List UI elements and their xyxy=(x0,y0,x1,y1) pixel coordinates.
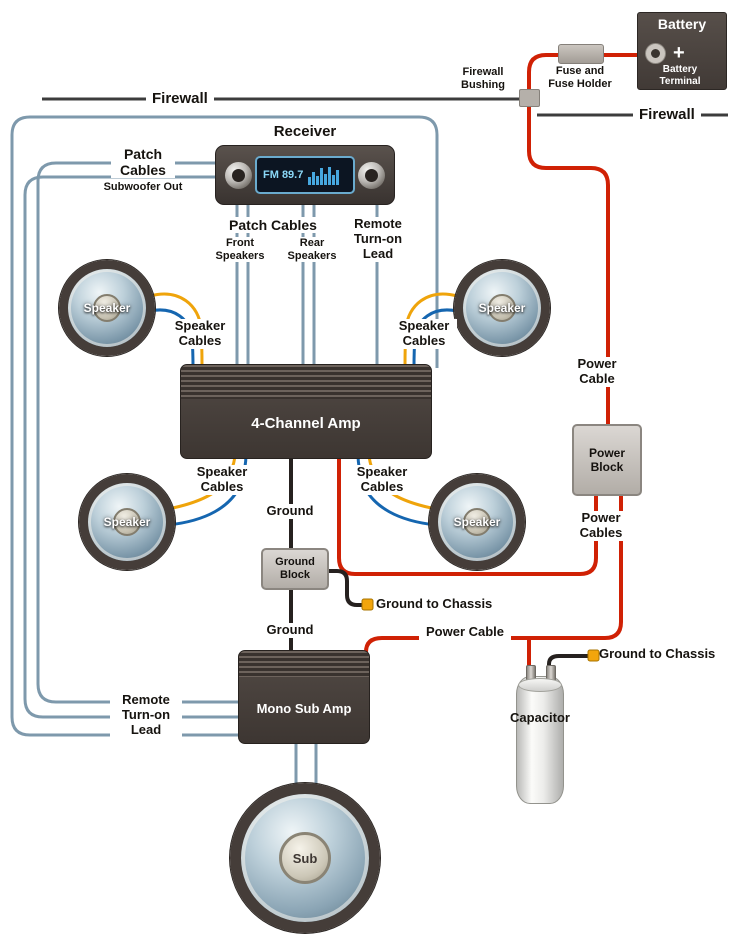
speaker-dust-cap xyxy=(113,508,141,536)
receiver-tuning-knob xyxy=(358,161,385,189)
amp4-power-wire xyxy=(337,455,598,576)
battery-terminal-icon xyxy=(646,43,665,63)
speaker-cables-label-rear-left: Speaker Cables xyxy=(189,464,255,495)
ground-label-bottom: Ground xyxy=(258,622,322,638)
speaker-label: Speaker xyxy=(103,515,151,529)
chassis-ground-wire-1 xyxy=(323,569,364,607)
fuse-holder xyxy=(558,44,604,64)
receiver-display: FM 89.7 xyxy=(255,156,355,194)
receiver-frequency-text: FM 89.7 xyxy=(263,169,304,181)
speaker-dust-cap xyxy=(488,294,516,322)
subwoofer: Sub xyxy=(230,783,380,933)
amp-heatsink-fins xyxy=(239,651,369,677)
four-channel-amp: 4-Channel Amp xyxy=(180,364,432,459)
four-channel-amp-label: 4-Channel Amp xyxy=(251,415,361,432)
subwoofer-out-label: Subwoofer Out xyxy=(96,181,190,194)
ground-label-top: Ground xyxy=(258,503,322,519)
capacitor-label: Capacitor xyxy=(510,710,570,725)
speaker-cables-label-front-right: Speaker Cables xyxy=(391,318,457,349)
remote-turn-on-lead-label-top: Remote Turn-on Lead xyxy=(344,216,412,262)
receiver-label: Receiver xyxy=(273,123,337,140)
speaker-label: Speaker xyxy=(453,515,501,529)
speaker-dust-cap xyxy=(93,294,121,322)
firewall-lines xyxy=(42,97,728,117)
speaker-front-left: Speaker xyxy=(59,260,155,356)
chassis-ring-terminal-2 xyxy=(587,649,600,662)
patch-cables-subwoofer-label: Patch Cables xyxy=(111,146,175,179)
receiver-volume-knob xyxy=(225,161,252,189)
power-cable-label-bottom: Power Cable xyxy=(419,624,511,640)
capacitor xyxy=(516,665,564,804)
ground-to-chassis-label-1: Ground to Chassis xyxy=(376,596,493,611)
capacitor-top-cap xyxy=(518,678,562,692)
amp-heatsink-fins xyxy=(181,365,431,399)
power-cables-label: Power Cables xyxy=(570,510,632,541)
rear-speakers-label: Rear Speakers xyxy=(282,237,342,263)
battery-terminal-row: + xyxy=(646,43,685,63)
chassis-ground-wire-2 xyxy=(547,654,590,672)
speaker-label: Speaker xyxy=(83,301,131,315)
subwoofer-label: Sub xyxy=(292,850,318,866)
firewall-label-left: Firewall xyxy=(146,90,214,108)
patch-cables-label: Patch Cables xyxy=(226,217,320,234)
ground-to-chassis-label-2: Ground to Chassis xyxy=(599,646,716,661)
mono-sub-amp: Mono Sub Amp xyxy=(238,650,370,744)
battery-plus-sign: + xyxy=(673,42,685,64)
firewall-bushing-label: Firewall Bushing xyxy=(461,66,505,91)
chassis-ring-terminal-1 xyxy=(361,598,374,611)
ring-terminals xyxy=(361,598,600,662)
remote-lead-loop-wire xyxy=(10,115,439,737)
receiver: FM 89.7 xyxy=(215,145,395,205)
power-block: Power Block xyxy=(572,424,642,496)
speaker-front-right: Speaker xyxy=(454,260,550,356)
firewall-label-right: Firewall xyxy=(633,106,701,124)
subwoofer-patch-wire-2 xyxy=(23,175,240,719)
speaker-dust-cap xyxy=(463,508,491,536)
fuse-holder-label: Fuse and Fuse Holder xyxy=(548,65,612,90)
power-cable-label-right: Power Cable xyxy=(567,356,627,387)
speaker-rear-right: Speaker xyxy=(429,474,525,570)
speaker-cables-label-rear-right: Speaker Cables xyxy=(349,464,415,495)
remote-turn-on-lead-label-bottom: Remote Turn-on Lead xyxy=(110,692,182,738)
battery: Battery + Battery Terminal xyxy=(637,12,727,90)
speaker-label: Speaker xyxy=(478,301,526,315)
battery-power-wire xyxy=(527,53,654,426)
speaker-rear-left: Speaker xyxy=(79,474,175,570)
spectrum-bars-icon xyxy=(308,167,340,185)
ground-wires xyxy=(289,455,590,672)
battery-label: Battery xyxy=(657,16,707,32)
subwoofer-dust-cap: Sub xyxy=(279,832,331,884)
firewall-bushing xyxy=(519,89,540,107)
mono-sub-amp-label: Mono Sub Amp xyxy=(256,701,352,716)
front-speakers-label: Front Speakers xyxy=(210,237,270,263)
speaker-cables-label-front-left: Speaker Cables xyxy=(167,318,233,349)
subwoofer-patch-wire-1 xyxy=(36,161,240,704)
battery-terminal-label: Battery Terminal xyxy=(659,64,701,87)
ground-block: Ground Block xyxy=(261,548,329,590)
